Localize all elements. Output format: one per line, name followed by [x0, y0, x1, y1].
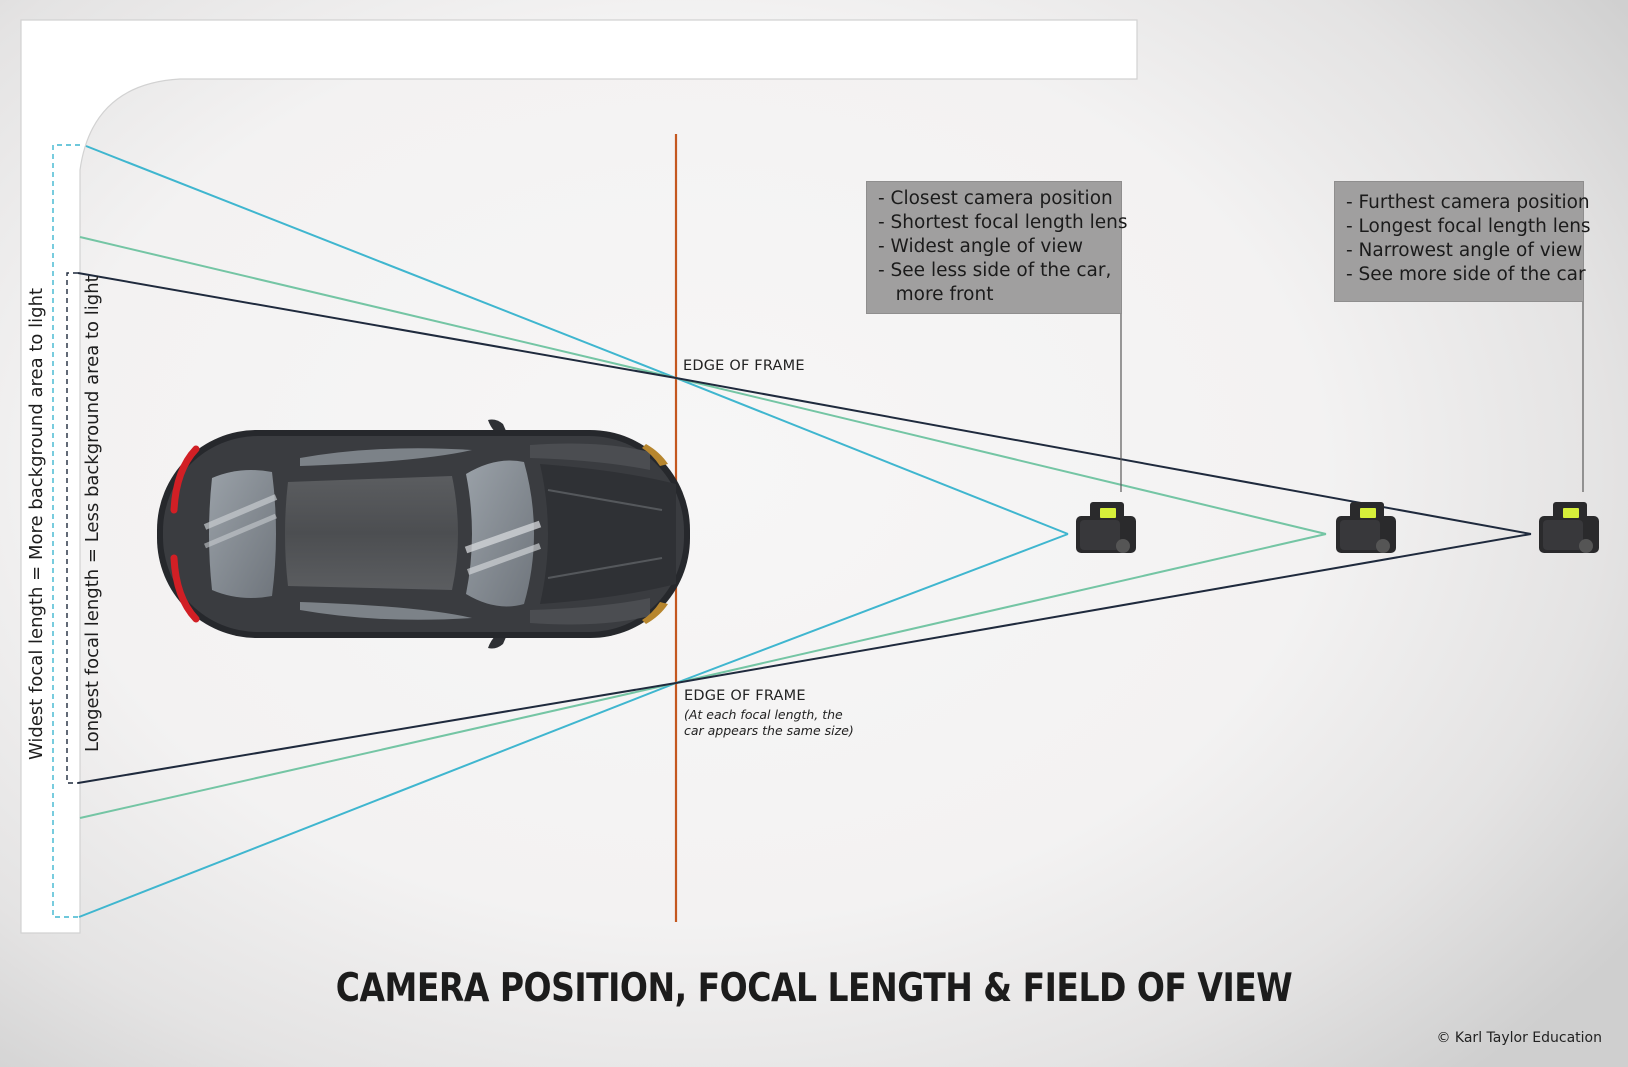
camera-furthest [1539, 502, 1599, 553]
windscreen [466, 460, 534, 607]
edge-of-frame-top-label: EDGE OF FRAME [683, 358, 805, 374]
info-line: more front [878, 284, 994, 305]
rear-window [209, 470, 276, 598]
longest-coverage-bracket [66, 272, 78, 784]
info-line: - Shortest focal length lens [878, 212, 1128, 233]
side-window-top [300, 448, 472, 466]
furthest-position-info-box: - Furthest camera position - Longest foc… [1334, 181, 1591, 302]
side-window-bottom [300, 602, 472, 620]
tail-light-bottom [170, 554, 200, 623]
edge-of-frame-note: (At each focal length, the car appears t… [684, 707, 854, 739]
info-line: - Furthest camera position [1346, 192, 1590, 213]
camera-middle [1336, 502, 1396, 553]
closest-position-info-box: - Closest camera position - Shortest foc… [866, 181, 1128, 314]
copyright-credit: © Karl Taylor Education [1436, 1030, 1602, 1046]
info-line: - Closest camera position [878, 188, 1113, 209]
edge-note-line-2: car appears the same size) [684, 723, 854, 738]
info-line: - See less side of the car, [878, 260, 1112, 281]
longest-focal-length-label: Longest focal length = Less background a… [82, 275, 103, 752]
camera-closest [1076, 502, 1136, 553]
edge-note-line-1: (At each focal length, the [684, 707, 843, 722]
diagram-title: CAMERA POSITION, FOCAL LENGTH & FIELD OF… [335, 964, 1293, 1011]
info-line: - Narrowest angle of view [1346, 240, 1583, 261]
tail-light-top [170, 445, 200, 514]
info-line: - Longest focal length lens [1346, 216, 1591, 237]
wide-lens-field-of-view [78, 145, 1069, 918]
headlight-bottom [642, 602, 668, 624]
headlight-top [642, 444, 668, 466]
mid-lens-field-of-view [79, 236, 1327, 819]
edge-of-frame-bottom-label: EDGE OF FRAME [684, 688, 806, 704]
widest-focal-length-label: Widest focal length = More background ar… [26, 287, 47, 760]
info-line: - See more side of the car [1346, 264, 1586, 285]
studio-cove-wall [20, 19, 1138, 934]
car-hood [540, 464, 676, 604]
long-lens-field-of-view [77, 272, 1532, 784]
car-roof [285, 476, 458, 590]
car-top-view [157, 419, 690, 649]
widest-coverage-bracket [52, 144, 80, 918]
info-line: - Widest angle of view [878, 236, 1083, 257]
